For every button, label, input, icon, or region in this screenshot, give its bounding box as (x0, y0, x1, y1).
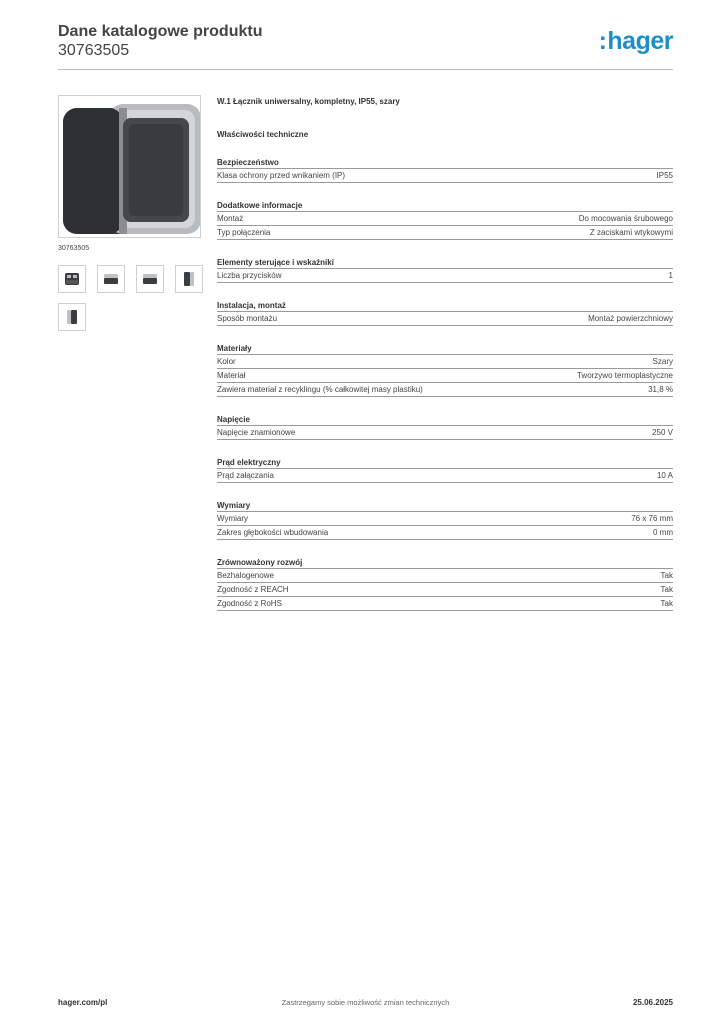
spec-row: Prąd załączania 10 A (217, 469, 673, 483)
spec-value: 250 V (652, 428, 673, 437)
spec-value: 10 A (656, 471, 673, 480)
product-details: W.1 Łącznik uniwersalny, kompletny, IP55… (217, 97, 673, 611)
spec-label: Prąd załączania (217, 471, 274, 480)
spec-label: Montaż (217, 214, 244, 223)
spec-row: Montaż Do mocowania śrubowego (217, 212, 673, 226)
spec-group-title: Elementy sterujące i wskaźniki (217, 257, 673, 269)
spec-value: Montaż powierzchniowy (588, 314, 673, 323)
spec-value: Szary (652, 357, 673, 366)
thumbnail-5[interactable] (58, 303, 86, 331)
spec-group-title: Instalacja, montaż (217, 300, 673, 312)
switch-side-icon (67, 310, 77, 324)
spec-group-title: Wymiary (217, 500, 673, 512)
header-divider (58, 69, 673, 70)
spec-value: 31,8 % (648, 385, 673, 394)
spec-label: Zgodność z RoHS (217, 599, 282, 608)
spec-label: Bezhalogenowe (217, 571, 274, 580)
hager-logo: :hager (598, 27, 674, 56)
spec-label: Klasa ochrony przed wnikaniem (IP) (217, 171, 346, 180)
product-media: 30763505 (58, 95, 208, 331)
spec-label: Napięcie znamionowe (217, 428, 296, 437)
spec-label: Materiał (217, 371, 246, 380)
spec-row: Kolor Szary (217, 355, 673, 369)
thumbnail-4[interactable] (175, 265, 203, 293)
thumbnail-3[interactable] (136, 265, 164, 293)
product-name: W.1 Łącznik uniwersalny, kompletny, IP55… (217, 97, 400, 106)
thumbnail-strip (58, 265, 218, 331)
footer-disclaimer: Zastrzegamy sobie możliwość zmian techni… (281, 998, 450, 1007)
spec-row: Napięcie znamionowe 250 V (217, 426, 673, 440)
spec-label: Sposób montażu (217, 314, 278, 323)
switch-top-icon (143, 274, 157, 284)
page-footer: hager.com/pl Zastrzegamy sobie możliwość… (58, 998, 673, 1010)
spec-value: 1 (668, 271, 673, 280)
spec-value: IP55 (656, 171, 673, 180)
spec-row: Bezhalogenowe Tak (217, 569, 673, 583)
spec-value: Z zaciskami wtykowymi (589, 228, 673, 237)
thumbnail-1[interactable] (58, 265, 86, 293)
product-image (58, 95, 201, 238)
footer-website-link[interactable]: hager.com/pl (58, 998, 108, 1007)
switch-top-icon (104, 274, 118, 284)
spec-group-title: Bezpieczeństwo (217, 157, 673, 169)
spec-group-title: Zrównoważony rozwój (217, 557, 673, 569)
spec-row: Typ połączenia Z zaciskami wtykowymi (217, 226, 673, 240)
spec-label: Zakres głębokości wbudowania (217, 528, 329, 537)
spec-label: Typ połączenia (217, 228, 271, 237)
switch-side-icon (184, 272, 194, 286)
spec-value: 76 x 76 mm (631, 514, 673, 523)
spec-value: Tak (660, 571, 673, 580)
spec-value: Do mocowania śrubowego (578, 214, 673, 223)
spec-value: Tak (660, 585, 673, 594)
document-title: Dane katalogowe produktu (58, 23, 263, 40)
page-header: Dane katalogowe produktu 30763505 :hager (58, 22, 673, 70)
spec-label: Wymiary (217, 514, 249, 523)
spec-row: Materiał Tworzywo termoplastyczne (217, 369, 673, 383)
spec-row: Zgodność z REACH Tak (217, 583, 673, 597)
spec-value: Tak (660, 599, 673, 608)
spec-row: Wymiary 76 x 76 mm (217, 512, 673, 526)
document-number: 30763505 (58, 42, 130, 59)
footer-date: 25.06.2025 (632, 998, 673, 1007)
switch-product-icon (63, 104, 200, 234)
image-caption: 30763505 (58, 245, 90, 252)
spec-group-title: Prąd elektryczny (217, 457, 673, 469)
spec-value: Tworzywo termoplastyczne (576, 371, 673, 380)
switch-front-icon (65, 273, 79, 285)
logo-text: hager (607, 27, 673, 55)
spec-row: Zawiera materiał z recyklingu (% całkowi… (217, 383, 673, 397)
spec-value: 0 mm (653, 528, 673, 537)
spec-row: Liczba przycisków 1 (217, 269, 673, 283)
spec-label: Liczba przycisków (217, 271, 282, 280)
spec-label: Kolor (217, 357, 236, 366)
spec-row: Klasa ochrony przed wnikaniem (IP) IP55 (217, 169, 673, 183)
section-title-technical: Właściwości techniczne (217, 130, 309, 139)
spec-group-title: Napięcie (217, 414, 673, 426)
spec-group-title: Materiały (217, 343, 673, 355)
spec-label: Zgodność z REACH (217, 585, 289, 594)
logo-colon-icon: : (598, 27, 607, 55)
spec-row: Zgodność z RoHS Tak (217, 597, 673, 611)
spec-group-title: Dodatkowe informacje (217, 200, 673, 212)
spec-row: Sposób montażu Montaż powierzchniowy (217, 312, 673, 326)
spec-row: Zakres głębokości wbudowania 0 mm (217, 526, 673, 540)
spec-label: Zawiera materiał z recyklingu (% całkowi… (217, 385, 423, 394)
thumbnail-2[interactable] (97, 265, 125, 293)
